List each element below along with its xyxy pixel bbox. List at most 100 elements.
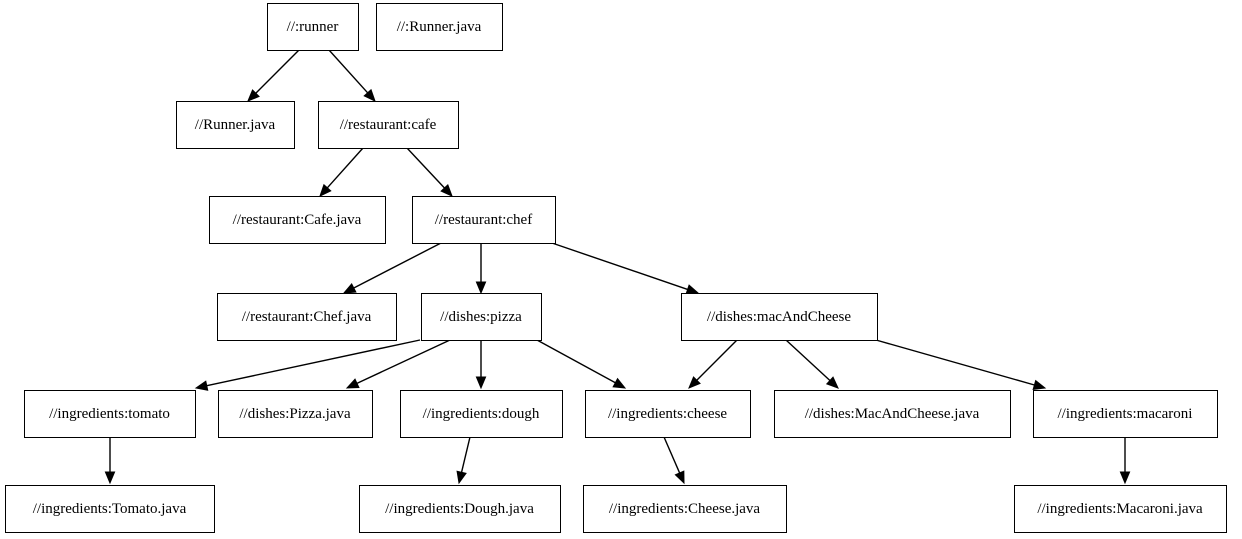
node-label: //restaurant:Cafe.java [233,212,362,228]
edge-line [875,339,1035,386]
graph-node-dishes_pizza[interactable]: //dishes:pizza [421,293,542,341]
edge-arrowhead-icon [456,470,467,485]
graph-node-ing_tomato[interactable]: //ingredients:tomato [24,390,196,438]
graph-edge [663,436,685,485]
node-label: //ingredients:Dough.java [385,501,534,517]
graph-edge [785,339,839,389]
node-label: //Runner.java [195,117,276,133]
node-label: //ingredients:tomato [49,406,170,422]
edge-line [551,242,688,291]
edges-layer [104,49,1131,485]
edge-arrowhead-icon [825,376,839,389]
graph-node-restaurant_chef[interactable]: //restaurant:chef [412,196,556,244]
graph-edge [104,437,116,485]
node-box[interactable] [1014,485,1227,533]
graph-node-cafe_java[interactable]: //restaurant:Cafe.java [209,196,386,244]
node-box[interactable] [376,3,503,51]
node-box[interactable] [400,390,563,438]
graph-node-mac_java[interactable]: //dishes:MacAndCheese.java [774,390,1011,438]
edge-arrowhead-icon [475,376,487,390]
node-box[interactable] [209,196,386,244]
edge-arrowhead-icon [342,282,357,294]
node-label: //:runner [287,19,339,35]
edge-arrowhead-icon [674,470,685,485]
node-box[interactable] [412,196,556,244]
node-label: //dishes:macAndCheese [707,309,851,325]
node-label: //ingredients:Cheese.java [609,501,761,517]
graph-node-restaurant_cafe[interactable]: //restaurant:cafe [318,101,459,149]
graph-edge [319,147,364,197]
node-label: //restaurant:cafe [340,117,437,133]
node-box[interactable] [421,293,542,341]
graph-node-runner_java_root[interactable]: //:Runner.java [376,3,503,51]
edge-arrowhead-icon [319,183,332,197]
edge-line [353,242,442,289]
node-box[interactable] [267,3,359,51]
edge-arrowhead-icon [1032,379,1047,391]
graph-node-runner_java[interactable]: //Runner.java [176,101,295,149]
graph-edge [456,436,471,485]
graph-edge [406,147,453,197]
node-box[interactable] [359,485,561,533]
edge-line [696,339,738,381]
node-box[interactable] [583,485,787,533]
node-label: //:Runner.java [397,19,482,35]
edge-arrowhead-icon [475,281,487,295]
graph-node-dishes_mac[interactable]: //dishes:macAndCheese [681,293,878,341]
edge-arrowhead-icon [104,471,116,485]
edge-arrowhead-icon [345,378,360,389]
graph-edge [247,49,300,102]
graph-edge [688,339,738,389]
graph-node-pizza_java[interactable]: //dishes:Pizza.java [218,390,373,438]
graph-edge [1119,437,1131,485]
node-box[interactable] [24,390,196,438]
edge-arrowhead-icon [685,284,700,295]
node-label: //ingredients:dough [423,406,540,422]
edge-arrowhead-icon [688,376,701,389]
graph-node-ing_cheese[interactable]: //ingredients:cheese [585,390,751,438]
node-label: //ingredients:Tomato.java [33,501,187,517]
node-box[interactable] [774,390,1011,438]
graph-edge [551,242,700,295]
node-box[interactable] [176,101,295,149]
graph-edge [536,339,627,389]
graph-node-macaroni_java[interactable]: //ingredients:Macaroni.java [1014,485,1227,533]
edge-arrowhead-icon [440,183,453,197]
node-box[interactable] [217,293,397,341]
node-label: //ingredients:Macaroni.java [1037,501,1203,517]
edge-line [326,147,364,189]
edge-line [356,339,451,384]
edge-line [206,339,421,387]
node-label: //restaurant:Chef.java [242,309,372,325]
edge-arrowhead-icon [194,380,209,391]
graph-node-chef_java[interactable]: //restaurant:Chef.java [217,293,397,341]
graph-node-ing_dough[interactable]: //ingredients:dough [400,390,563,438]
node-label: //dishes:pizza [440,309,522,325]
edge-arrowhead-icon [612,377,627,389]
node-box[interactable] [1033,390,1218,438]
node-label: //ingredients:cheese [608,406,727,422]
graph-edge [345,339,451,389]
graph-edge [342,242,442,294]
graph-node-tomato_java[interactable]: //ingredients:Tomato.java [5,485,215,533]
node-label: //ingredients:macaroni [1058,406,1193,422]
node-box[interactable] [681,293,878,341]
edge-line [460,436,471,473]
node-box[interactable] [318,101,459,149]
node-label: //dishes:Pizza.java [239,406,351,422]
edge-arrowhead-icon [363,88,376,102]
node-box[interactable] [218,390,373,438]
node-box[interactable] [5,485,215,533]
graph-node-cheese_java[interactable]: //ingredients:Cheese.java [583,485,787,533]
graph-node-ing_macaroni[interactable]: //ingredients:macaroni [1033,390,1218,438]
nodes-layer: //:runner //:Runner.java //Runner.java //re… [5,3,1227,533]
node-label: //dishes:MacAndCheese.java [805,406,980,422]
edge-line [255,49,300,94]
graph-edge [328,49,376,102]
graph-node-runner[interactable]: //:runner [267,3,359,51]
graph-node-dough_java[interactable]: //ingredients:Dough.java [359,485,561,533]
node-box[interactable] [585,390,751,438]
graph-edge [475,243,487,295]
